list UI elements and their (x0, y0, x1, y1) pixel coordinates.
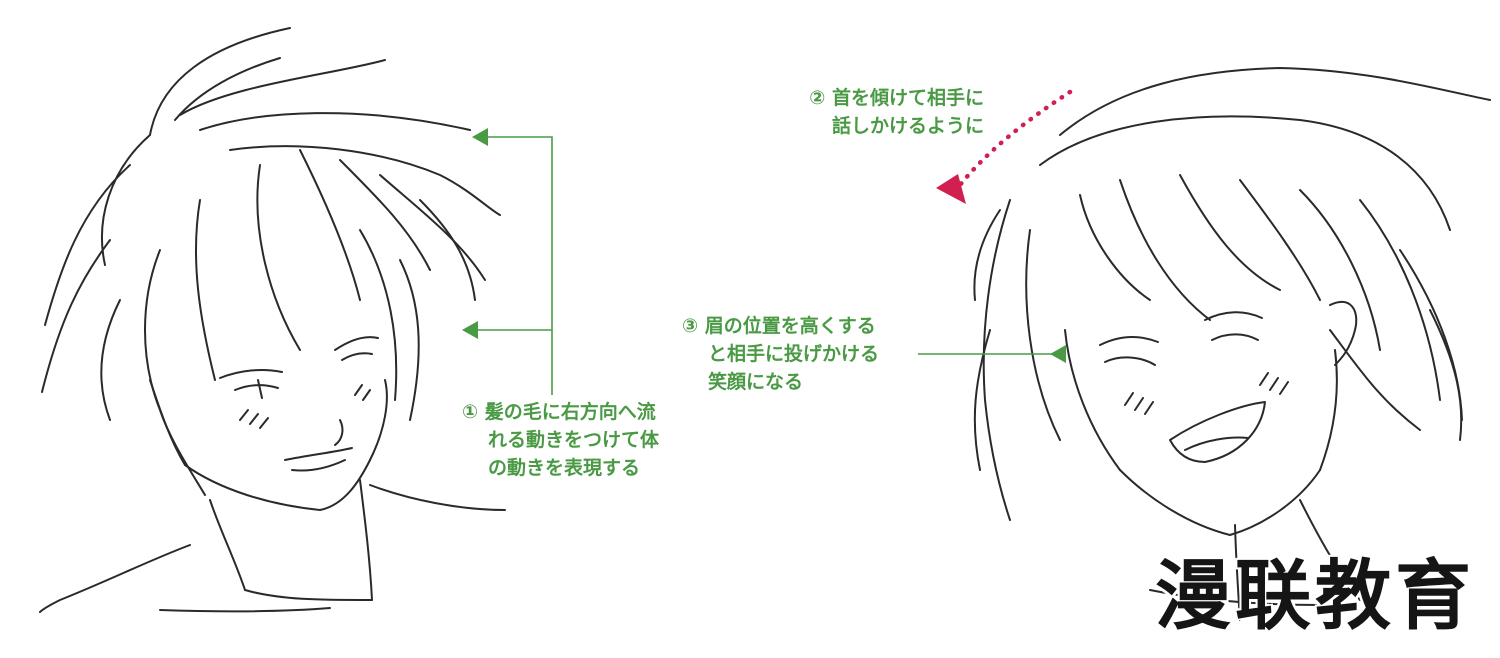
green-arrowhead-right (1050, 345, 1066, 363)
note-1-line-3: の動きを表現する (488, 457, 641, 479)
green-arrowhead-upper (472, 128, 488, 146)
red-arrowhead (936, 174, 966, 204)
green-arrowhead-lower (462, 321, 478, 339)
annotation-note-3: ③ 眉の位置を高くする と相手に投げかける 笑顔になる (682, 312, 879, 396)
note-3-line-3: 笑顔になる (708, 371, 804, 393)
note-3-line-1: 眉の位置を高くする (704, 315, 876, 337)
note-1-line-1: 髪の毛に右方向へ流 (484, 401, 656, 423)
note-2-line-2: 話しかけるように (831, 115, 984, 137)
note-2-number: ② (809, 87, 826, 109)
note-1-line-2: れる動きをつけて体 (488, 429, 660, 451)
annotation-note-2: ② 首を傾けて相手に 話しかけるように (780, 84, 984, 140)
watermark-logo: 漫联教育 (1155, 551, 1475, 640)
note-3-number: ③ (682, 315, 699, 337)
note-2-line-1: 首を傾けて相手に (831, 87, 984, 109)
annotation-note-1: ① 髪の毛に右方向へ流 れる動きをつけて体 の動きを表現する (462, 398, 659, 482)
note-3-line-2: と相手に投げかける (708, 343, 880, 365)
note-1-number: ① (462, 401, 479, 423)
